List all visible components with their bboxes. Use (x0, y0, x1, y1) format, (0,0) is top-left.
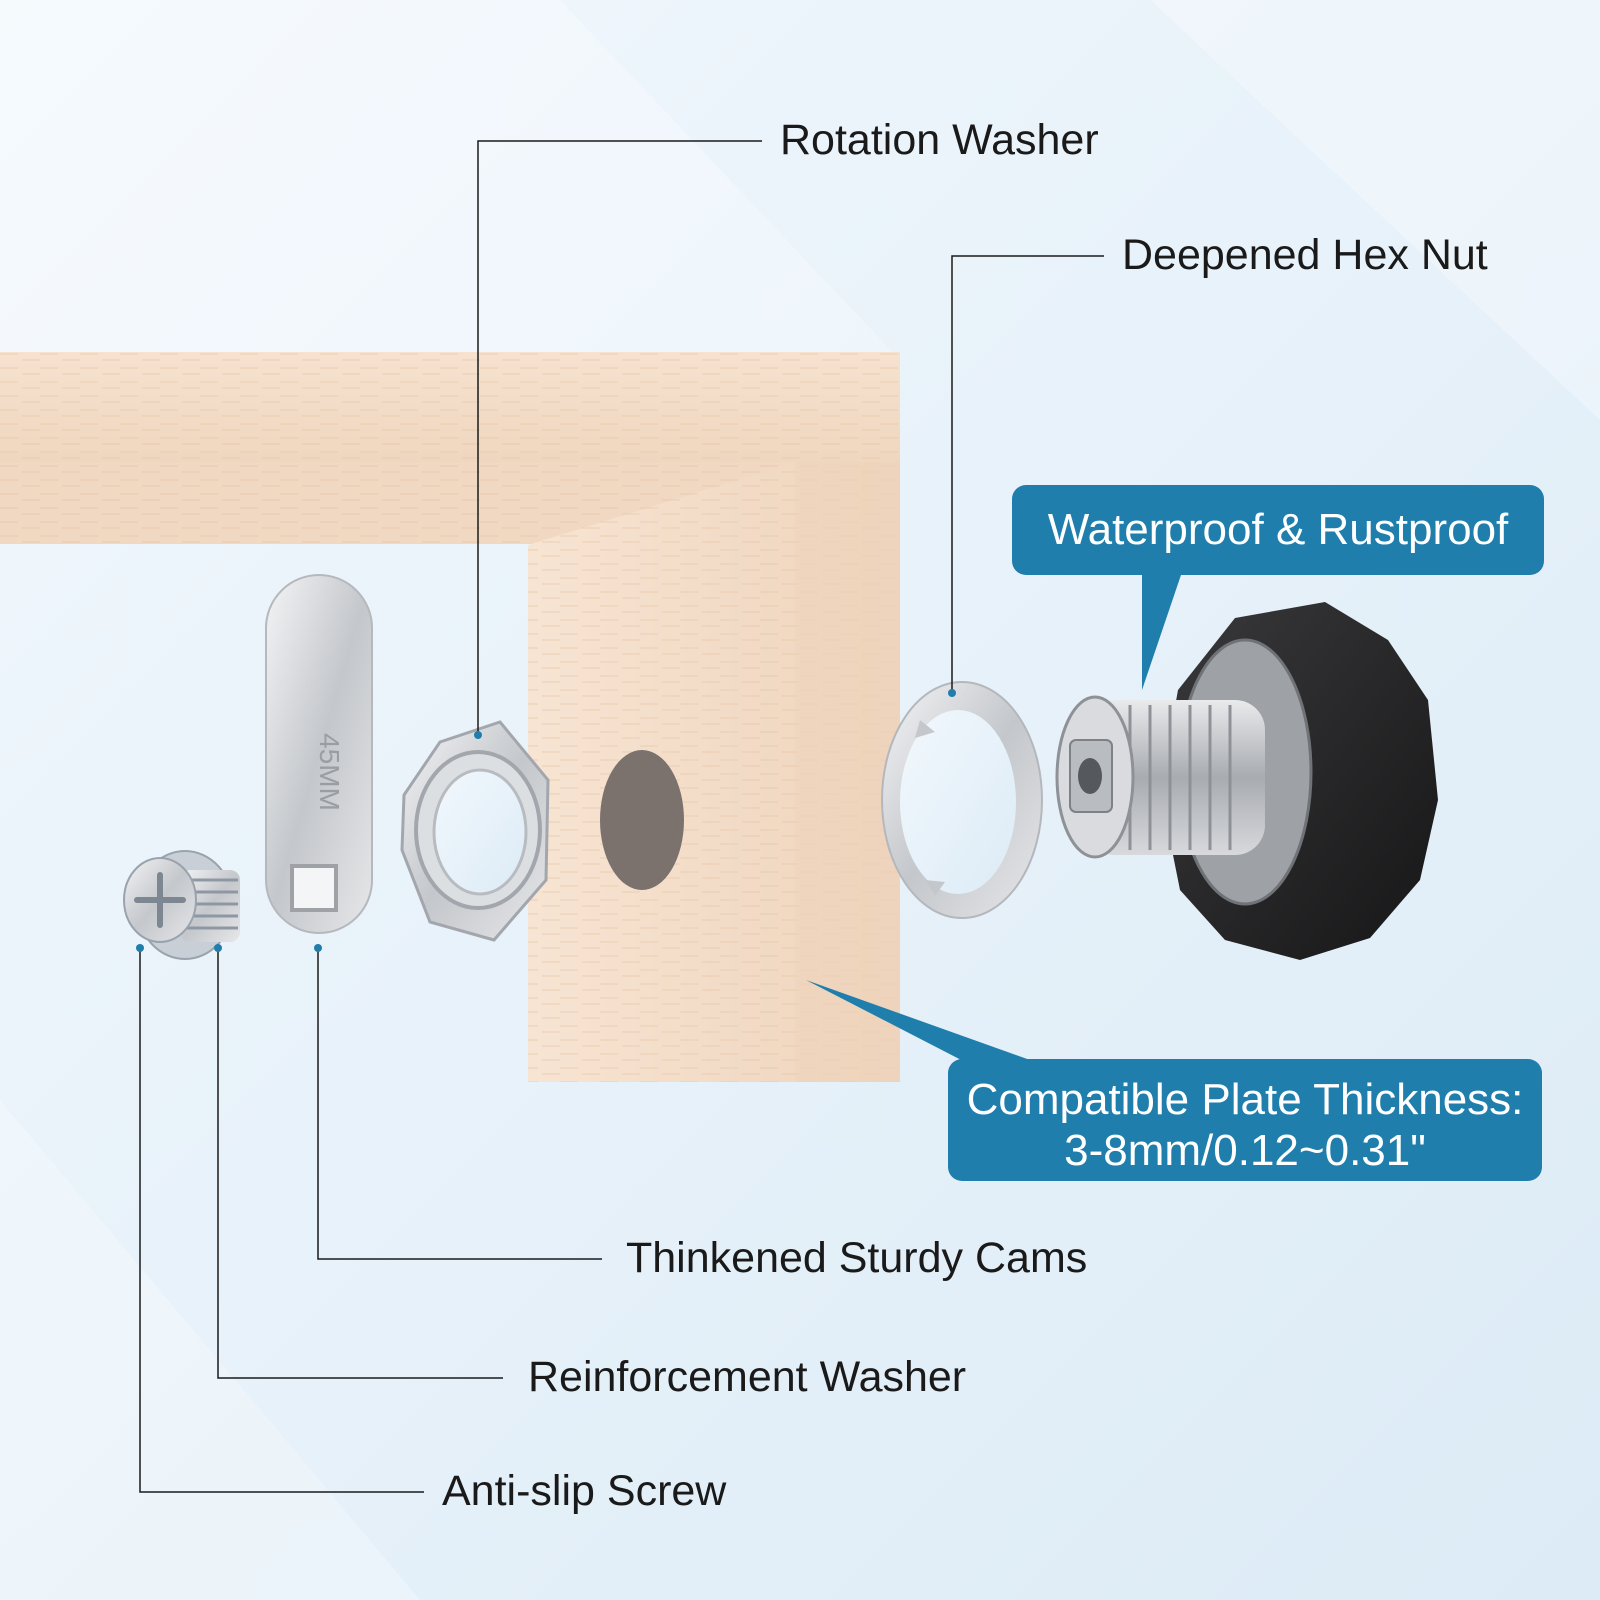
label-anti-slip-screw: Anti-slip Screw (442, 1467, 727, 1515)
light-facet (1150, 0, 1600, 420)
callout-plate-thickness: Compatible Plate Thickness: 3-8mm/0.12~0… (948, 1059, 1542, 1181)
leader-lines (139, 140, 1104, 1493)
callout-pointer (806, 980, 1030, 1080)
anchor-dots (136, 689, 956, 952)
cabinet-panel-icon (0, 352, 900, 1082)
hex-nut-icon (400, 720, 550, 942)
callout-waterproof: Waterproof & Rustproof (1012, 485, 1544, 575)
cam-icon: 45MM (265, 574, 373, 934)
callout-plate-thickness-line2: 3-8mm/0.12~0.31" (1064, 1125, 1426, 1175)
screw-icon (123, 850, 240, 960)
callout-plate-thickness-line1: Compatible Plate Thickness: (966, 1075, 1524, 1124)
light-facet (0, 1100, 420, 1600)
cam-size-marking: 45MM (314, 733, 345, 811)
light-facet (0, 0, 900, 360)
label-rotation-washer: Rotation Washer (780, 116, 1099, 164)
callout-pointer (1142, 572, 1182, 690)
mounting-hole (600, 750, 684, 890)
label-thickened-cams: Thinkened Sturdy Cams (626, 1234, 1088, 1282)
callout-waterproof-text: Waterproof & Rustproof (1047, 505, 1509, 554)
washer-icon (881, 681, 1043, 919)
label-deepened-hex-nut: Deepened Hex Nut (1122, 231, 1488, 279)
cam-lock-body-icon (1055, 602, 1438, 960)
label-reinforcement-washer: Reinforcement Washer (528, 1353, 967, 1401)
